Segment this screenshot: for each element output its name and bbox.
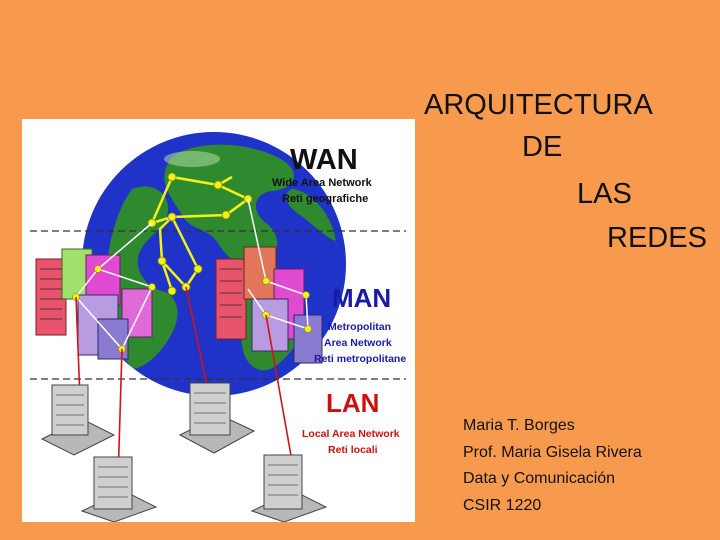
title-line-4: REDES bbox=[607, 222, 707, 254]
man-line2: Area Network bbox=[324, 337, 392, 349]
wan-line2: Reti geografiche bbox=[282, 193, 368, 205]
man-title: MAN bbox=[332, 283, 391, 313]
lan-building-1 bbox=[40, 384, 116, 456]
lan-line2: Reti locali bbox=[328, 444, 378, 456]
credit-professor: Prof. Maria Gisela Rivera bbox=[463, 443, 642, 461]
credit-author: Maria T. Borges bbox=[463, 417, 575, 434]
title-line-1: ARQUITECTURA bbox=[424, 89, 653, 121]
credit-code: CSIR 1220 bbox=[463, 496, 542, 514]
lan-title: LAN bbox=[326, 388, 379, 418]
man-line3: Reti metropolitane bbox=[314, 353, 406, 365]
man-nodes-right bbox=[262, 277, 312, 333]
man-line1: Metropolitan bbox=[328, 321, 391, 333]
lan-building-3 bbox=[80, 456, 158, 522]
network-diagram: WAN Wide Area Network Reti geografiche M… bbox=[22, 119, 415, 522]
title-line-3: LAS bbox=[577, 178, 632, 210]
credits-block: Maria T. Borges Prof. Maria Gisela River… bbox=[463, 413, 642, 519]
title-line-2: DE bbox=[522, 131, 563, 163]
man-links-right bbox=[247, 198, 309, 331]
wan-title: WAN bbox=[290, 144, 358, 176]
lan-line1: Local Area Network bbox=[302, 428, 400, 440]
lan-building-2 bbox=[178, 382, 256, 454]
lan-building-4 bbox=[250, 454, 328, 522]
credit-course: Data y Comunicación bbox=[463, 470, 616, 487]
wan-line1: Wide Area Network bbox=[272, 177, 373, 189]
